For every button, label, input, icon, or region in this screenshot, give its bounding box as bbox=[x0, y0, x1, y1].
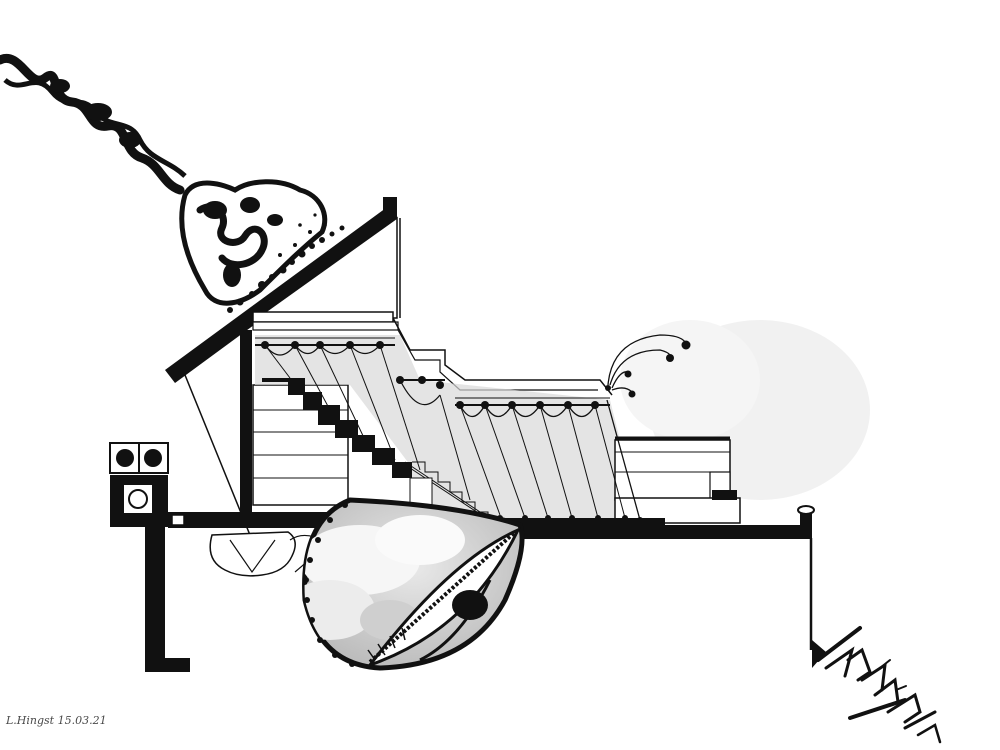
truss-ceiling-left bbox=[255, 337, 421, 471]
sky-eye-sphere bbox=[302, 497, 525, 671]
ink-cloud bbox=[179, 179, 345, 313]
truss-ceiling-right bbox=[396, 376, 643, 523]
lamp-fronds bbox=[605, 334, 691, 398]
black-staircase bbox=[262, 378, 412, 478]
speaker-tower bbox=[109, 442, 190, 672]
calligraphic-glyphs bbox=[812, 626, 942, 744]
artist-signature: L.Hingst 15.03.21 bbox=[6, 714, 107, 727]
smoke-plume bbox=[0, 53, 187, 195]
